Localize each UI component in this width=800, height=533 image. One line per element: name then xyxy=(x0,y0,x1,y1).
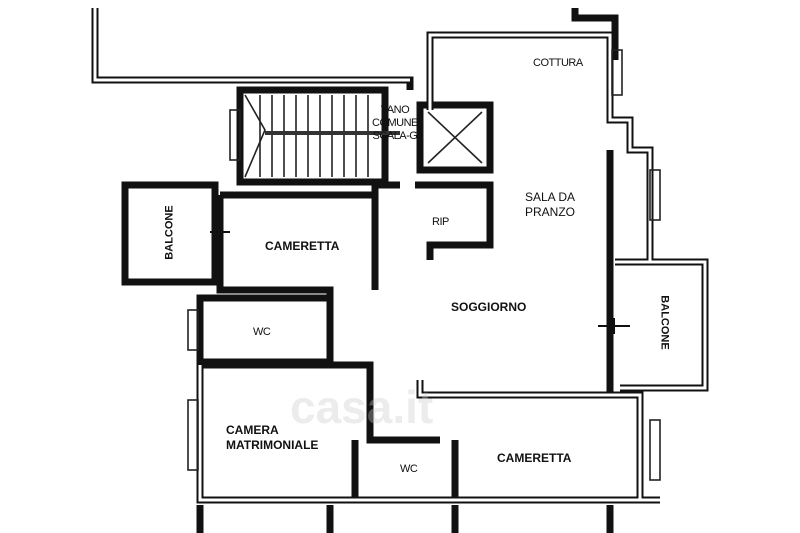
walls xyxy=(91,8,709,533)
room-label-cottura: COTTURA xyxy=(533,57,583,69)
room-label-rip: RIP xyxy=(432,216,449,228)
label-line: PRANZO xyxy=(525,205,576,219)
room-label-wc-left: WC xyxy=(253,326,271,338)
room-label-cameretta-bottom: CAMERETTA xyxy=(497,451,572,465)
room-label-sala-da-pranzo: SALA DA PRANZO xyxy=(525,190,575,220)
label-line: CAMERA xyxy=(226,423,279,437)
room-label-balcone-left: BALCONE xyxy=(163,205,176,260)
label-line: MATRIMONIALE xyxy=(226,438,319,452)
room-label-vano-comune: VANO COMUNE SCALA-G xyxy=(372,104,418,143)
room-label-balcone-right: BALCONE xyxy=(658,295,671,350)
room-label-cameretta-top: CAMERETTA xyxy=(265,239,340,253)
room-label-wc-bottom: WC xyxy=(400,463,418,475)
room-label-camera-matrimoniale: CAMERA MATRIMONIALE xyxy=(226,423,318,453)
label-line: VANO xyxy=(380,104,410,116)
label-line: COMUNE xyxy=(372,117,418,129)
watermark: casa.it xyxy=(290,381,434,433)
stair-treads xyxy=(244,94,400,178)
label-line: SCALA-G xyxy=(372,130,418,142)
elevator-shaft xyxy=(427,111,483,164)
window-marks xyxy=(187,49,661,481)
room-label-soggiorno: SOGGIORNO xyxy=(451,300,527,314)
label-line: SALA DA xyxy=(525,190,576,204)
